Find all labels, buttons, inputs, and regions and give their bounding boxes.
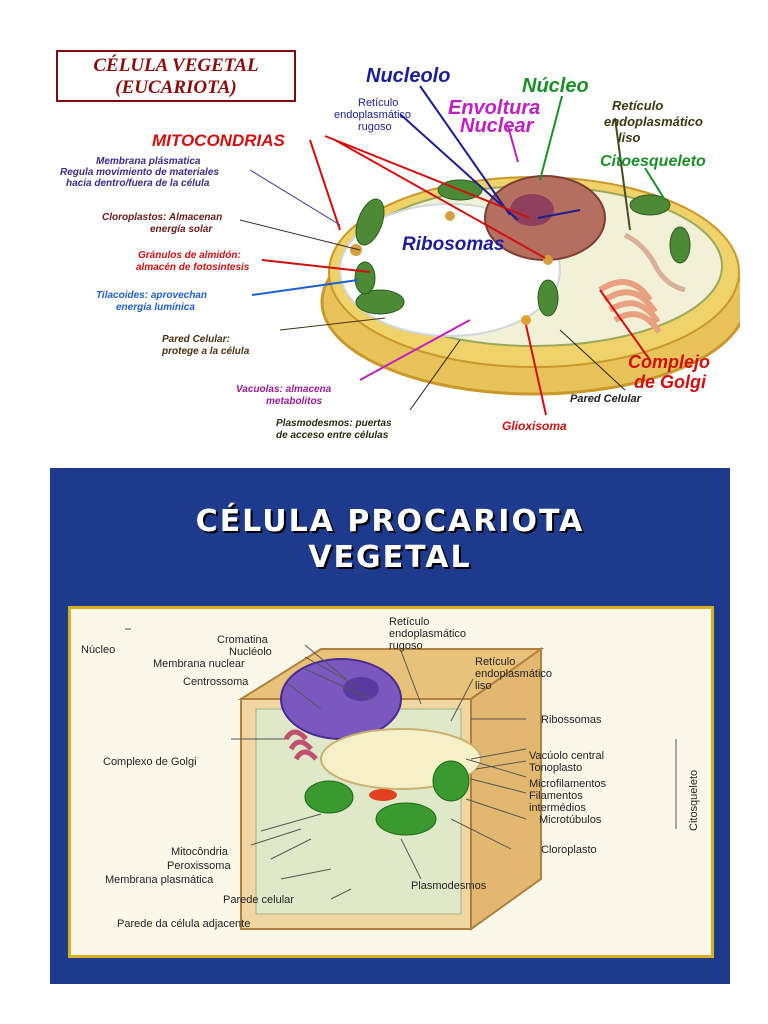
label-ribosomas: Ribosomas (402, 234, 504, 255)
label-mitocondrias: MITOCONDRIAS (152, 131, 286, 150)
plant-cell-slide: CÉLULA PROCARIOTA VEGETAL (50, 468, 730, 984)
label-cloroplasto: Cloroplasto (541, 844, 597, 856)
label-reticulo-liso-2: endoplasmático (604, 114, 703, 129)
label-peroxissoma: Peroxissoma (167, 860, 231, 872)
label-membrana-1: Membrana plásmatica (96, 156, 201, 167)
label-nucleo: Núcleo (81, 644, 115, 656)
label-reticulo-rugoso-1: Retículo (389, 616, 429, 628)
label-cloroplastos-1: Cloroplastos: Almacenan (102, 212, 222, 223)
golgi-apparatus (598, 279, 662, 334)
label-nucleo: Núcleo (522, 75, 589, 97)
label-envoltura-2: Nuclear (460, 115, 535, 137)
label-filamentos-1: Filamentos (529, 790, 583, 802)
label-plasmodesmos-1: Plasmodesmos: puertas (276, 418, 392, 429)
label-reticulo-liso-1: Retículo (612, 98, 663, 113)
labels-top: Nucleolo Retículo endoplasmático rugoso … (60, 65, 710, 440)
label-granulos-1: Gránulos de almidón: (138, 250, 241, 261)
label-membrana-plasmatica: Membrana plasmática (105, 874, 214, 886)
label-tilacoides-1: Tilacoides: aprovechan (96, 290, 207, 301)
chloroplast-4 (537, 279, 559, 317)
label-vacuolas-2: metabolitos (266, 396, 323, 407)
label-reticulo-liso-3: liso (618, 130, 640, 145)
label-tonoplasto: Tonoplasto (529, 762, 582, 774)
label-vacuolo-central: Vacúolo central (529, 750, 604, 762)
label-glioxisoma: Glioxisoma (502, 419, 567, 433)
chloroplast-7 (354, 261, 376, 295)
label-reticulo-liso-2: endoplasmático (475, 668, 552, 680)
diagram-frame: Núcleo Cromatina Nucléolo Membrana nucle… (68, 606, 714, 958)
label-plasmodesmos-2: de acceso entre células (276, 430, 389, 440)
label-reticulo-rugoso-1: Retículo (358, 97, 398, 109)
label-cromatina: Cromatina (217, 634, 269, 646)
label-tilacoides-2: energía lumínica (116, 302, 195, 313)
chloroplast-2 (355, 289, 405, 315)
title-line-2: (EUCARIOTA) (115, 77, 237, 98)
label-vacuolas-1: Vacuolas: almacena (236, 384, 332, 395)
label-cloroplastos-2: energía solar (150, 224, 213, 235)
label-citosqueleto: Citosqueleto (688, 770, 700, 831)
label-membrana-3: hacia dentro/fuera de la célula (66, 178, 210, 189)
label-microtubulos: Microtúbulos (539, 814, 602, 826)
label-filamentos-2: intermédios (529, 802, 586, 814)
label-plasmodesmos: Plasmodesmos (411, 880, 487, 892)
label-granulos-2: almacén de fotosintesis (136, 262, 250, 273)
chloroplast-5 (629, 194, 671, 216)
mitochondrion-1 (350, 244, 362, 256)
golgi-complex (283, 729, 318, 761)
slide-title: CÉLULA PROCARIOTA VEGETAL (50, 504, 730, 576)
label-membrana-2: Regula movimiento de materiales (60, 167, 219, 178)
label-pared-1: Pared Celular: (162, 334, 230, 345)
glyoxysome-dot (521, 315, 531, 325)
cell-illustration-top: Nucleolo Retículo endoplasmático rugoso … (60, 65, 740, 440)
label-membrana-nuclear: Membrana nuclear (153, 658, 245, 670)
slide-title-line-1: CÉLULA PROCARIOTA (195, 504, 585, 539)
mitochondrion-red (369, 789, 397, 801)
mitochondrion-3 (543, 255, 553, 265)
label-parede-adjacente: Parede da célula adjacente (117, 918, 250, 930)
label-envoltura-1: Envoltura (448, 97, 540, 119)
title-line-1: CÉLULA VEGETAL (93, 55, 259, 76)
label-microfilamentos: Microfilamentos (529, 778, 607, 790)
nucleus-body (280, 658, 402, 740)
chloroplast-6 (669, 226, 691, 264)
label-reticulo-rugoso-3: rugoso (358, 121, 392, 133)
label-reticulo-rugoso-2: endoplasmático (334, 109, 411, 121)
label-golgi-1: Complejo (628, 352, 710, 372)
label-pared-celular: Pared Celular (570, 393, 642, 405)
label-pared-2: protege a la célula (161, 346, 250, 357)
label-centrossoma: Centrossoma (183, 676, 249, 688)
chloroplast-3 (375, 802, 437, 836)
chloroplast-2 (432, 760, 470, 802)
label-reticulo-liso-1: Retículo (475, 656, 515, 668)
label-nucleolo: Nucléolo (229, 646, 272, 658)
chloroplast-1 (304, 780, 354, 814)
label-reticulo-rugoso-3: rugoso (389, 640, 423, 652)
label-ribossomas: Ribossomas (541, 714, 602, 726)
labels-bottom: Núcleo Cromatina Nucléolo Membrana nucle… (81, 616, 700, 930)
label-nucleolo: Nucleolo (366, 65, 450, 87)
leader-lines-bottom (125, 628, 677, 900)
nucleolus-body (510, 194, 554, 226)
label-golgi-2: de Golgi (634, 372, 707, 392)
label-mitocondria: Mitocôndria (171, 846, 229, 858)
slide-title-line-2: VEGETAL (308, 540, 472, 575)
label-reticulo-liso-3: liso (475, 680, 492, 692)
label-complexo-golgi: Complexo de Golgi (103, 756, 197, 768)
label-citoesqueleto: Citoesqueleto (600, 153, 706, 170)
leader-lines (239, 85, 666, 416)
label-parede-celular: Parede celular (223, 894, 294, 906)
smooth-er (623, 232, 686, 293)
chloroplast-1 (355, 198, 385, 246)
plant-cell-eukaryote-diagram: CÉLULA VEGETAL (EUCARIOTA) (40, 40, 740, 440)
cell-illustration-bottom: Núcleo Cromatina Nucléolo Membrana nucle… (81, 616, 700, 931)
mitochondrion-2 (445, 211, 455, 221)
diagram-title-box: CÉLULA VEGETAL (EUCARIOTA) (56, 50, 296, 102)
label-reticulo-rugoso-2: endoplasmático (389, 628, 466, 640)
